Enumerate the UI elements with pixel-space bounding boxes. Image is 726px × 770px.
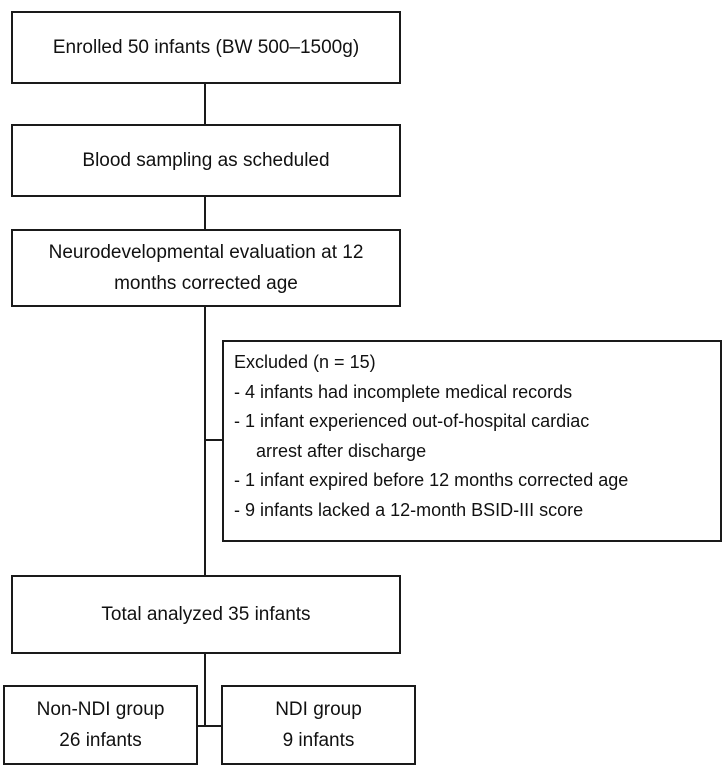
non-ndi-group-label: Non-NDI group	[36, 699, 165, 720]
connector-evaluation-to-analyzed	[204, 307, 206, 575]
ndi-group-box: NDI group 9 infants	[221, 685, 416, 765]
ndi-group-count: 9 infants	[282, 730, 355, 751]
excluded-title: Excluded (n = 15)	[234, 352, 376, 372]
excluded-box: Excluded (n = 15) - 4 infants had incomp…	[222, 340, 722, 542]
excluded-item: - 1 infant expired before 12 months corr…	[234, 470, 629, 490]
connector-enrolled-to-blood	[204, 84, 206, 124]
connector-blood-to-evaluation	[204, 197, 206, 229]
excluded-item-continuation: arrest after discharge	[256, 440, 427, 461]
analyzed-box: Total analyzed 35 infants	[11, 575, 401, 654]
blood-sampling-box: Blood sampling as scheduled	[11, 124, 401, 197]
connector-groups-horizontal	[198, 725, 221, 727]
blood-sampling-text: Blood sampling as scheduled	[82, 150, 330, 171]
analyzed-text: Total analyzed 35 infants	[101, 604, 311, 625]
non-ndi-group-count: 26 infants	[59, 730, 142, 751]
non-ndi-group-box: Non-NDI group 26 infants	[3, 685, 198, 765]
connector-to-excluded	[204, 439, 222, 441]
evaluation-text-line-2: months corrected age	[114, 273, 298, 294]
evaluation-text-line-1: Neurodevelopmental evaluation at 12	[48, 242, 364, 263]
evaluation-box: Neurodevelopmental evaluation at 12 mont…	[11, 229, 401, 307]
excluded-item: - 9 infants lacked a 12-month BSID-III s…	[234, 499, 584, 520]
connector-analyzed-down	[204, 654, 206, 726]
excluded-item: - 4 infants had incomplete medical recor…	[234, 381, 573, 402]
enrolled-text: Enrolled 50 infants (BW 500–1500g)	[52, 37, 360, 58]
excluded-item: - 1 infant experienced out-of-hospital c…	[234, 411, 590, 431]
enrolled-box: Enrolled 50 infants (BW 500–1500g)	[11, 11, 401, 84]
ndi-group-label: NDI group	[275, 699, 362, 720]
